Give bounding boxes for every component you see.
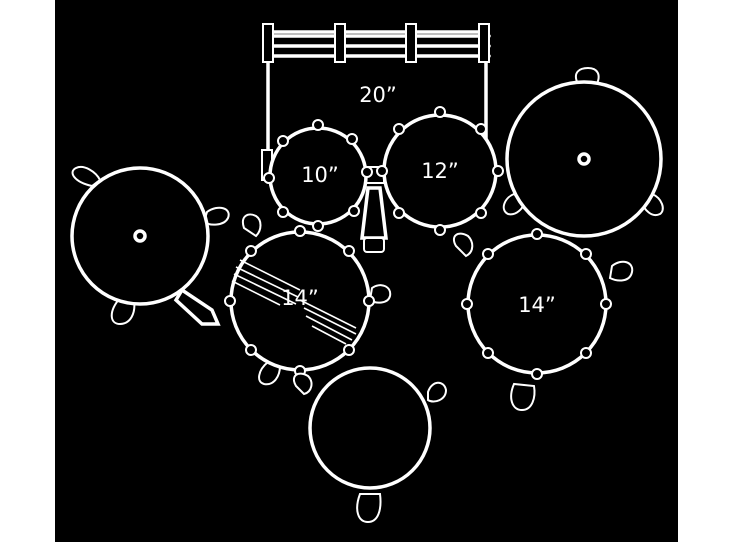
kick-pedal bbox=[360, 166, 388, 253]
floor-tom-lugs bbox=[461, 228, 612, 380]
snare-drum: 14” bbox=[224, 213, 392, 386]
floor-tom: 14” bbox=[452, 228, 634, 412]
bass-drum: 20” bbox=[261, 23, 493, 184]
snare-lugs bbox=[224, 225, 375, 377]
front-cymbal-stand bbox=[292, 366, 448, 524]
ride-cymbal bbox=[505, 80, 663, 238]
ride-cymbal-bell bbox=[577, 152, 591, 166]
ride-cymbal-stand bbox=[502, 66, 664, 238]
snare-label: 14” bbox=[281, 286, 319, 310]
bass-drum-label: 20” bbox=[359, 83, 397, 107]
front-cymbal bbox=[308, 366, 432, 490]
hi-hat-stand bbox=[70, 166, 230, 326]
snare-wires bbox=[231, 259, 357, 345]
bass-drum-lugs bbox=[262, 23, 490, 63]
tom-12: 12” bbox=[376, 106, 504, 236]
hi-hat-center bbox=[133, 229, 147, 243]
tom-10-lugs bbox=[263, 119, 373, 232]
tom-10: 10” bbox=[263, 119, 373, 232]
tom-12-lugs bbox=[376, 106, 504, 236]
floor-tom-label: 14” bbox=[518, 293, 556, 317]
hi-hat-cymbal bbox=[70, 166, 210, 306]
tom-12-label: 12” bbox=[421, 159, 459, 183]
hi-hat-pedal bbox=[173, 287, 221, 326]
tom-10-label: 10” bbox=[301, 163, 339, 187]
